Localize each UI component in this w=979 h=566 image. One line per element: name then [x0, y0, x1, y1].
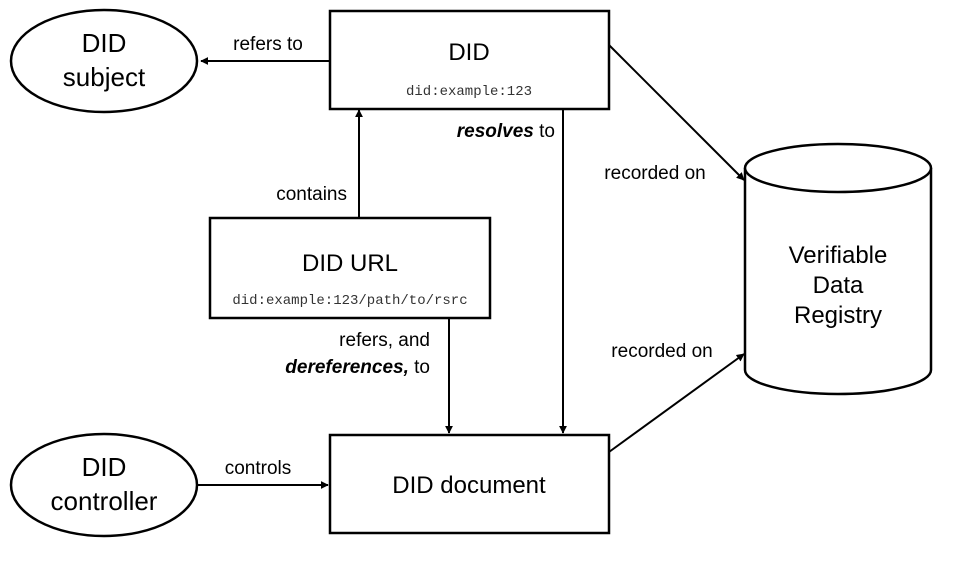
registry-cylinder-top	[743, 142, 933, 194]
edge-refers-to-label: refers to	[233, 34, 303, 55]
node-did-url: DID URL did:example:123/path/to/rsrc	[208, 216, 492, 320]
edge-dereferences-rest: to	[409, 357, 430, 378]
registry-cylinder-body	[743, 168, 933, 396]
did-box	[328, 9, 611, 111]
edge-refers-and-label: refers, and	[339, 330, 430, 351]
edge-dereferences-to: refers, and dereferences, to	[285, 318, 453, 434]
registry-label-line2: Data	[813, 272, 864, 299]
edge-recorded-on-top-line	[608, 44, 745, 181]
did-url-title: DID URL	[302, 250, 398, 277]
did-controller-label-line2: controller	[51, 486, 158, 516]
edge-resolves-to-label: resolves to	[457, 121, 555, 142]
node-did-document: DID document	[328, 433, 611, 535]
did-subject-label-line1: DID	[82, 28, 127, 58]
edge-resolves-bold: resolves	[457, 121, 534, 142]
edge-resolves-to: resolves to	[457, 109, 567, 434]
edge-dereferences-label: dereferences, to	[285, 357, 430, 378]
edge-recorded-on-bottom: recorded on	[608, 341, 745, 453]
registry-label-line3: Registry	[794, 302, 882, 329]
did-controller-label-line1: DID	[82, 452, 127, 482]
edge-contains: contains	[276, 109, 363, 218]
edge-recorded-on-bottom-label: recorded on	[611, 341, 712, 362]
did-document-box	[328, 433, 611, 535]
edge-recorded-on-bottom-line	[608, 353, 745, 453]
did-subject-label-line2: subject	[63, 62, 146, 92]
node-verifiable-data-registry: Verifiable Data Registry	[743, 142, 933, 396]
edge-controls-label: controls	[225, 458, 292, 479]
edge-refers-to: refers to	[200, 34, 330, 65]
edge-recorded-on-top: recorded on	[604, 44, 745, 184]
did-document-title: DID document	[392, 472, 546, 499]
node-did-subject: DID subject	[9, 8, 199, 114]
did-example: did:example:123	[406, 84, 532, 100]
did-subject-ellipse	[9, 8, 199, 114]
edge-contains-label: contains	[276, 184, 347, 205]
node-did-controller: DID controller	[9, 432, 199, 538]
edge-controls: controls	[198, 458, 329, 489]
did-url-box	[208, 216, 492, 320]
did-title: DID	[448, 39, 489, 66]
edge-resolves-rest: to	[534, 121, 555, 142]
did-url-example: did:example:123/path/to/rsrc	[232, 293, 467, 309]
edge-recorded-on-top-label: recorded on	[604, 163, 705, 184]
edge-dereferences-bold: dereferences,	[285, 357, 409, 378]
node-did: DID did:example:123	[328, 9, 611, 111]
registry-label-line1: Verifiable	[789, 242, 888, 269]
did-controller-ellipse	[9, 432, 199, 538]
